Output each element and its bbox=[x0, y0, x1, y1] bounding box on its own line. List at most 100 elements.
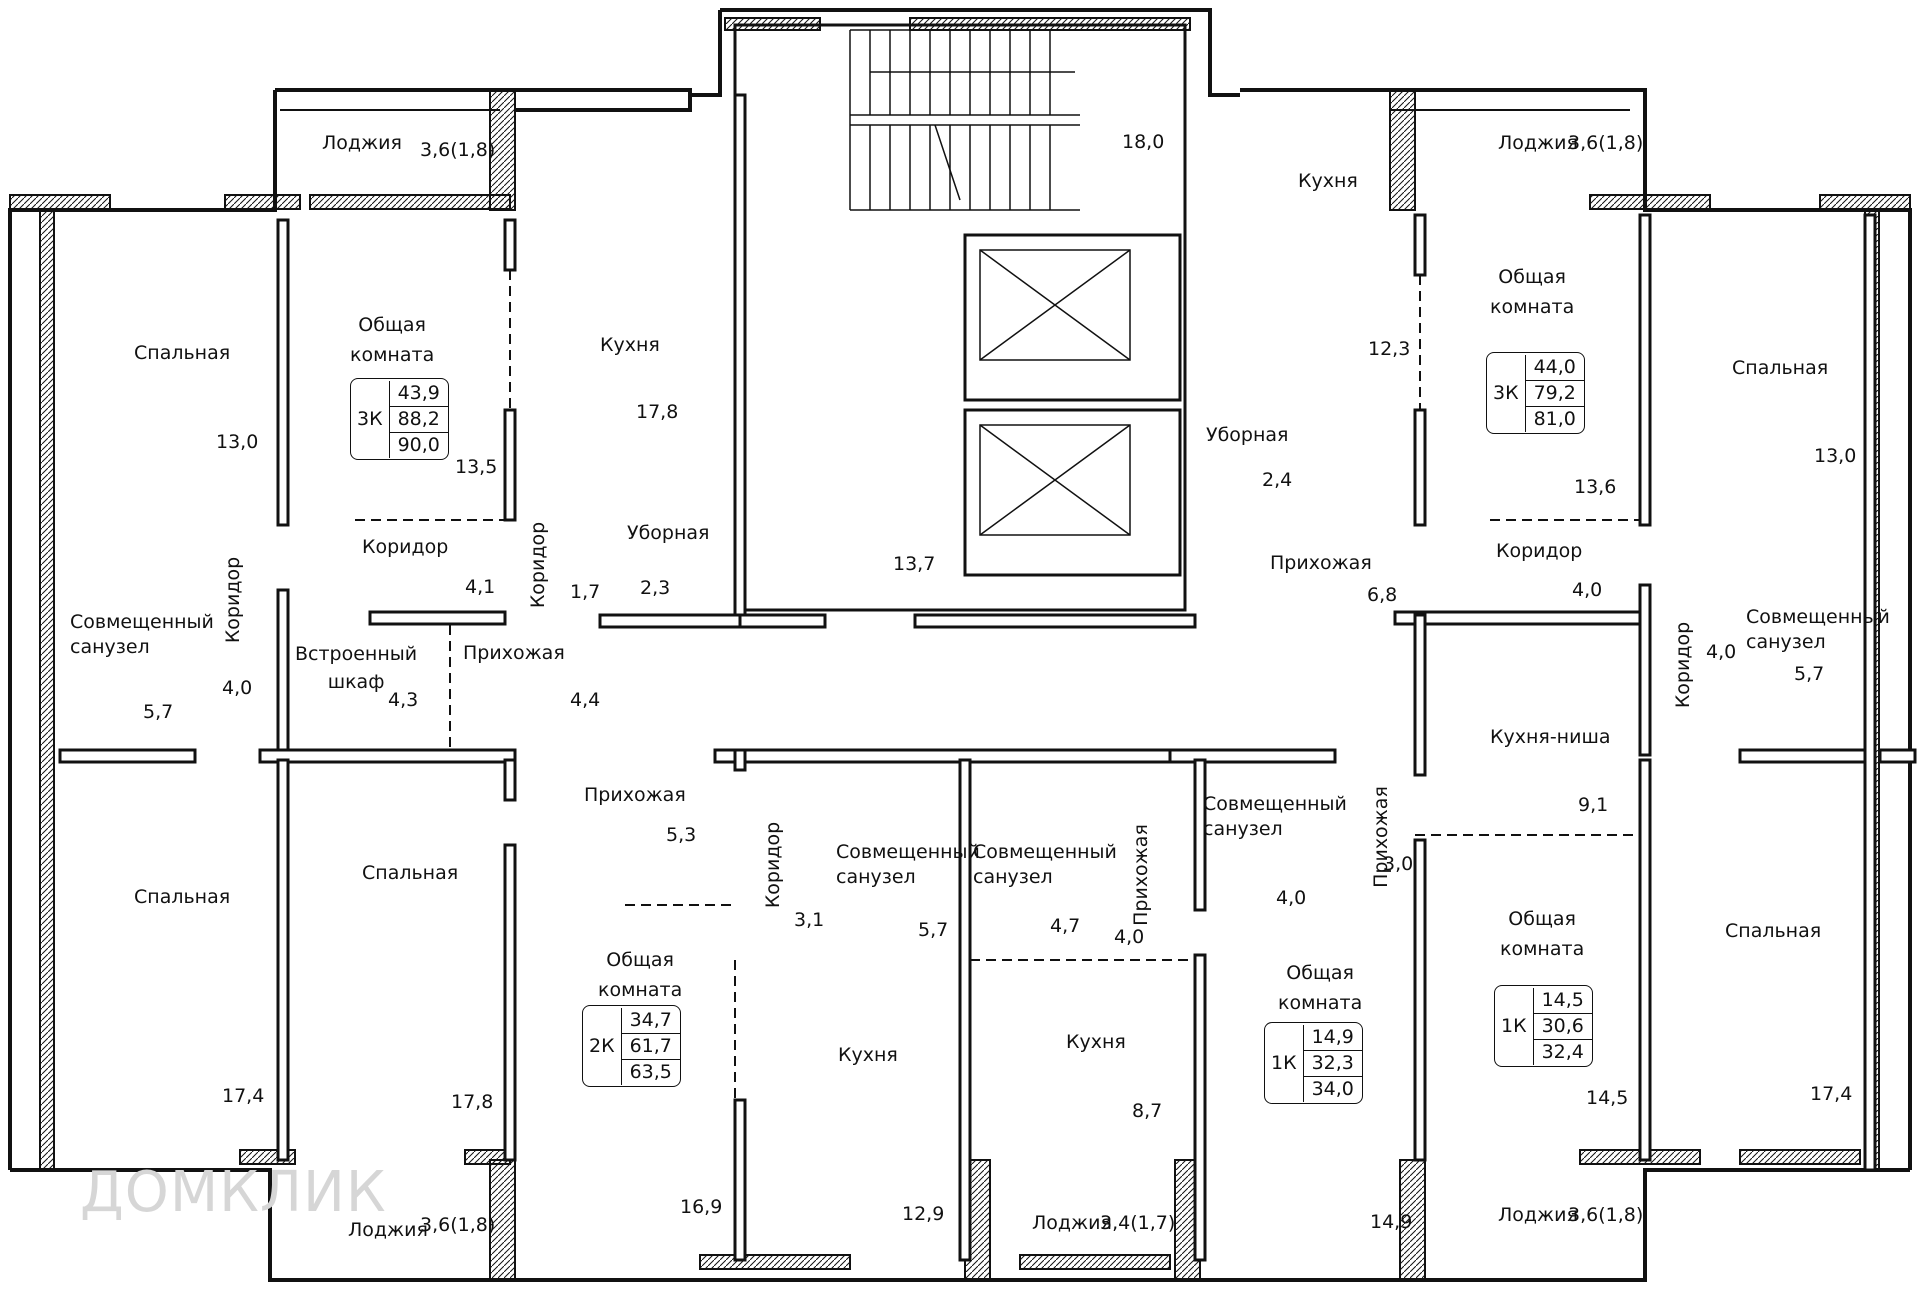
a3-living-area: 16,9 bbox=[680, 1196, 723, 1218]
a1-entry-area: 4,4 bbox=[570, 689, 601, 711]
a1-code: 3К bbox=[357, 408, 383, 430]
a2-living-area: 13,6 bbox=[1574, 476, 1617, 498]
a3-living-label: Общая комната bbox=[598, 949, 683, 1001]
loggia-br-area: 3,6(1,8) bbox=[1568, 1204, 1644, 1226]
loggia-bm-area: 3,4(1,7) bbox=[1100, 1212, 1176, 1234]
a4-kitchen-area: 8,7 bbox=[1132, 1100, 1163, 1122]
a1-corridor3-area: 4,0 bbox=[222, 677, 253, 699]
a3-bath-label: Совмещенный санузел bbox=[836, 841, 980, 888]
a2-wc-label: Уборная bbox=[1206, 424, 1289, 446]
loggia-bm-label: Лоджия bbox=[1032, 1212, 1112, 1234]
loggia-tl-label: Лоджия bbox=[322, 132, 402, 154]
a1-kitchen-area: 17,8 bbox=[636, 401, 679, 423]
stair-area: 18,0 bbox=[1122, 131, 1165, 153]
a2-bedroom-label: Спальная bbox=[1732, 357, 1829, 379]
a2-corridor-area: 4,0 bbox=[1572, 579, 1603, 601]
a3-entry-label: Прихожая bbox=[584, 784, 686, 806]
a1-living-total: 43,9 bbox=[397, 381, 440, 404]
a5-living-area: 14,5 bbox=[1586, 1087, 1629, 1109]
a4-code: 1К bbox=[1271, 1052, 1297, 1074]
a5-bedroom-label: Спальная bbox=[1725, 920, 1822, 942]
a2-wc-area: 2,4 bbox=[1262, 469, 1293, 491]
loggia-tr-area: 3,6(1,8) bbox=[1568, 132, 1644, 154]
a1-bedroom-label: Спальная bbox=[134, 342, 231, 364]
a3-kitchen-area: 12,9 bbox=[902, 1203, 945, 1225]
a1-wardrobe-area: 4,3 bbox=[388, 689, 419, 711]
a3-corridor-label: Коридор bbox=[762, 821, 785, 909]
a5-bedroom-area: 17,4 bbox=[1810, 1083, 1853, 1105]
a3-entry-area: 5,3 bbox=[666, 824, 697, 846]
a2-corridor-label: Коридор bbox=[1496, 540, 1583, 562]
a4-bath-area: 4,7 bbox=[1050, 915, 1081, 937]
a1-living-label: Общая комната bbox=[350, 314, 435, 366]
a4-living-label: Общая комната bbox=[1278, 962, 1363, 1014]
a3-bedroom2-area: 17,8 bbox=[451, 1091, 494, 1113]
a1-corridor-area: 4,1 bbox=[465, 576, 496, 598]
a2-corridor2-label: Коридор bbox=[1672, 621, 1695, 709]
a1-wc-label: Уборная bbox=[627, 522, 710, 544]
a1-bath-label: Совмещенный санузел bbox=[70, 611, 214, 658]
a1-kitchen-label: Кухня bbox=[600, 334, 660, 356]
a1-bedroom-area: 13,0 bbox=[216, 431, 259, 453]
watermark-logo: ДОМКЛИК bbox=[80, 1160, 387, 1225]
a2-kitchen-label: Кухня bbox=[1298, 170, 1358, 192]
a3-total: 61,7 bbox=[621, 1032, 680, 1059]
a5-total-with-loggia: 32,4 bbox=[1533, 1038, 1592, 1065]
a3-bedroom1-label: Спальная bbox=[134, 886, 231, 908]
a3-code: 2К bbox=[589, 1035, 615, 1057]
a2-living-label: Общая комната bbox=[1490, 266, 1575, 318]
a1-wc-area: 2,3 bbox=[640, 577, 671, 599]
a2-code: 3К bbox=[1493, 382, 1519, 404]
a4-entry-label: Прихожая bbox=[1129, 824, 1152, 926]
a4-bath-label: Совмещенный санузел bbox=[973, 841, 1117, 888]
a4-total: 32,3 bbox=[1303, 1049, 1362, 1076]
a5-code: 1К bbox=[1501, 1015, 1527, 1037]
a2-corridor2-area: 4,0 bbox=[1706, 641, 1737, 663]
a1-total-with-loggia: 90,0 bbox=[389, 431, 448, 458]
loggia-bl-area: 3,6(1,8) bbox=[420, 1214, 496, 1236]
a5-total: 30,6 bbox=[1533, 1012, 1592, 1039]
a5-kitchen-niche-label: Кухня-ниша bbox=[1490, 726, 1611, 748]
a4-kitchen-label: Кухня bbox=[1066, 1031, 1126, 1053]
a5-bath-area: 4,0 bbox=[1276, 887, 1307, 909]
hall-area: 13,7 bbox=[893, 553, 936, 575]
a5-entry-area: 3,0 bbox=[1383, 853, 1414, 875]
loggia-tl-area: 3,6(1,8) bbox=[420, 139, 496, 161]
a1-wardrobe-label: Встроенный шкаф bbox=[295, 643, 418, 693]
loggia-tr-label: Лоджия bbox=[1498, 132, 1578, 154]
a2-kitchen-area: 12,3 bbox=[1368, 338, 1411, 360]
a3-living-total: 34,7 bbox=[629, 1008, 672, 1031]
a2-bath-label: Совмещенный санузел bbox=[1746, 606, 1890, 653]
a2-total: 79,2 bbox=[1525, 379, 1584, 406]
a2-entry-label: Прихожая bbox=[1270, 552, 1372, 574]
a2-entry-area: 6,8 bbox=[1367, 584, 1398, 606]
a1-corridor2-label: Коридор bbox=[527, 521, 550, 609]
loggia-br-label: Лоджия bbox=[1498, 1204, 1578, 1226]
a1-entry-label: Прихожая bbox=[463, 642, 565, 664]
a4-entry-area: 4,0 bbox=[1114, 926, 1145, 948]
a3-bedroom1-area: 17,4 bbox=[222, 1085, 265, 1107]
a2-total-with-loggia: 81,0 bbox=[1525, 405, 1584, 432]
a1-corridor-label: Коридор bbox=[362, 536, 449, 558]
a3-bedroom2-label: Спальная bbox=[362, 862, 459, 884]
a3-small-area: 3,1 bbox=[794, 909, 825, 931]
a5-bath-label: Совмещенный санузел bbox=[1203, 793, 1347, 840]
a2-bedroom-area: 13,0 bbox=[1814, 445, 1857, 467]
interior-walls bbox=[58, 23, 1917, 1262]
a2-living-total: 44,0 bbox=[1533, 355, 1576, 378]
a1-wc-small-area: 1,7 bbox=[570, 581, 601, 603]
a2-bath-area: 5,7 bbox=[1794, 663, 1825, 685]
a5-living-label: Общая комната bbox=[1500, 908, 1585, 960]
a5-kitchen-niche-area: 9,1 bbox=[1578, 794, 1609, 816]
a4-living-area: 14,9 bbox=[1370, 1211, 1413, 1233]
a5-living-total: 14,5 bbox=[1541, 988, 1584, 1011]
a4-living-total: 14,9 bbox=[1311, 1025, 1354, 1048]
a1-corridor3-label: Коридор bbox=[222, 556, 245, 644]
loggia-bl-label: Лоджия bbox=[348, 1219, 428, 1241]
